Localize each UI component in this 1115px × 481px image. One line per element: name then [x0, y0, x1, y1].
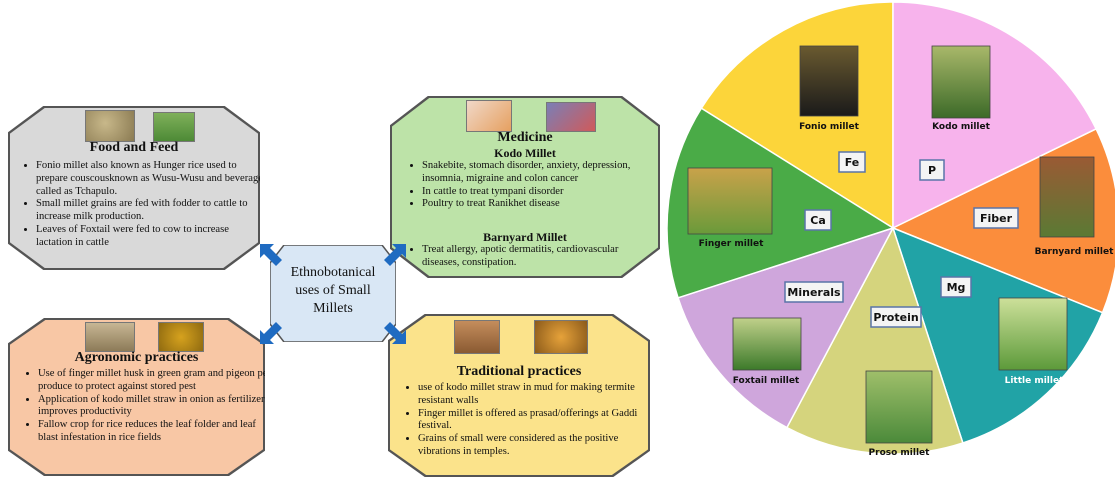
- nutrient-label: Protein: [873, 311, 918, 324]
- list-item: Leaves of Foxtail were fed to cow to inc…: [36, 224, 260, 250]
- list-item: Use of finger millet husk in green gram …: [38, 368, 265, 394]
- list-item: Treat allergy, apotic dermatitis, cardio…: [422, 244, 658, 270]
- organ-photo: [546, 102, 596, 132]
- arrow-to-food-and-feed: [260, 244, 282, 266]
- list-item: use of kodo millet straw in mud for maki…: [418, 382, 650, 408]
- nutrient-badge: Fiber: [973, 207, 1019, 229]
- photo-proso-millet: [865, 370, 933, 444]
- medicine-kodo-list: Snakebite, stomach disorder, anxiety, de…: [404, 160, 658, 211]
- traditional-practices-list: use of kodo millet straw in mud for maki…: [400, 382, 650, 459]
- nutrient-label: Fiber: [980, 212, 1013, 225]
- barnyard-millet-heading: Barnyard Millet: [483, 230, 567, 244]
- food-and-feed-title: Food and Feed: [89, 140, 179, 155]
- millet-label: Kodo millet: [932, 122, 990, 132]
- photo-foxtail-millet: [732, 317, 802, 371]
- nutrient-badge: Fe: [838, 151, 866, 173]
- nutrient-label: Ca: [810, 214, 826, 227]
- cattle-photo: [153, 112, 195, 142]
- nutrient-badge: Protein: [870, 306, 922, 328]
- kodo-millet-heading: Kodo Millet: [494, 146, 556, 160]
- photo-barnyard-millet: [1039, 156, 1095, 238]
- list-item: Finger millet is offered as prasad/offer…: [418, 408, 650, 434]
- nutrient-badge: Mg: [940, 276, 972, 298]
- husk-photo: [85, 322, 135, 352]
- list-item: Snakebite, stomach disorder, anxiety, de…: [422, 160, 658, 186]
- list-item: Grains of small were considered as the p…: [418, 433, 650, 459]
- nutrient-badge: Ca: [804, 209, 832, 231]
- millet-label: Foxtail millet: [733, 376, 800, 386]
- millet-label: Finger millet: [699, 239, 764, 249]
- traditional-practices-title: Traditional practices: [456, 364, 582, 379]
- pie-slice-finger-millet: [666, 107, 895, 299]
- medicine-panel: Medicine Kodo Millet Snakebite, stomach …: [390, 96, 660, 278]
- food-and-feed-panel: Food and Feed Fonio millet also known as…: [8, 106, 260, 270]
- millet-label: Proso millet: [869, 448, 931, 458]
- millet-label: Little millet: [1005, 376, 1064, 386]
- seeds-photo: [158, 322, 204, 352]
- nutrient-label: Mg: [947, 281, 966, 294]
- arrow-to-agronomic: [260, 322, 282, 344]
- millet-label: Fonio millet: [799, 122, 860, 132]
- arrow-to-medicine: [384, 244, 406, 266]
- agronomic-practices-title: Agronomic practices: [74, 350, 199, 365]
- offering-photo: [534, 320, 588, 354]
- nutrient-label: Fe: [845, 156, 860, 169]
- food-and-feed-list: Fonio millet also known as Hunger rice u…: [18, 160, 260, 250]
- center-label: Ethnobotanical uses of Small Millets: [290, 265, 376, 316]
- millet-label: Barnyard millet: [1035, 247, 1114, 257]
- center-hexagon: [270, 245, 396, 342]
- medicine-barnyard-list: Treat allergy, apotic dermatitis, cardio…: [404, 244, 658, 270]
- grain-photo: [85, 110, 135, 142]
- nutrient-badge: P: [919, 159, 945, 181]
- list-item: Small millet grains are fed with fodder …: [36, 198, 260, 224]
- nutrient-label: P: [928, 164, 936, 177]
- nutrient-label: Minerals: [787, 286, 841, 299]
- list-item: Poultry to treat Ranikhet disease: [422, 198, 658, 211]
- temple-photo: [454, 320, 500, 354]
- agronomic-practices-panel: Agronomic practices Use of finger millet…: [8, 318, 265, 476]
- list-item: Application of kodo millet straw in onio…: [38, 394, 265, 420]
- photo-kodo-millet: [931, 45, 991, 119]
- medicine-title: Medicine: [497, 130, 553, 145]
- agronomic-practices-list: Use of finger millet husk in green gram …: [20, 368, 265, 445]
- list-item: Fonio millet also known as Hunger rice u…: [36, 160, 260, 198]
- list-item: Fallow crop for rice reduces the leaf fo…: [38, 419, 265, 445]
- photo-fonio-millet: [799, 45, 859, 117]
- nutrient-badge: Minerals: [784, 281, 844, 303]
- arrow-to-traditional: [384, 322, 406, 344]
- anatomy-photo: [466, 100, 512, 132]
- photo-finger-millet: [687, 167, 773, 235]
- photo-little-millet: [998, 297, 1068, 371]
- list-item: In cattle to treat tympani disorder: [422, 186, 658, 199]
- traditional-practices-panel: Traditional practices use of kodo millet…: [388, 314, 650, 477]
